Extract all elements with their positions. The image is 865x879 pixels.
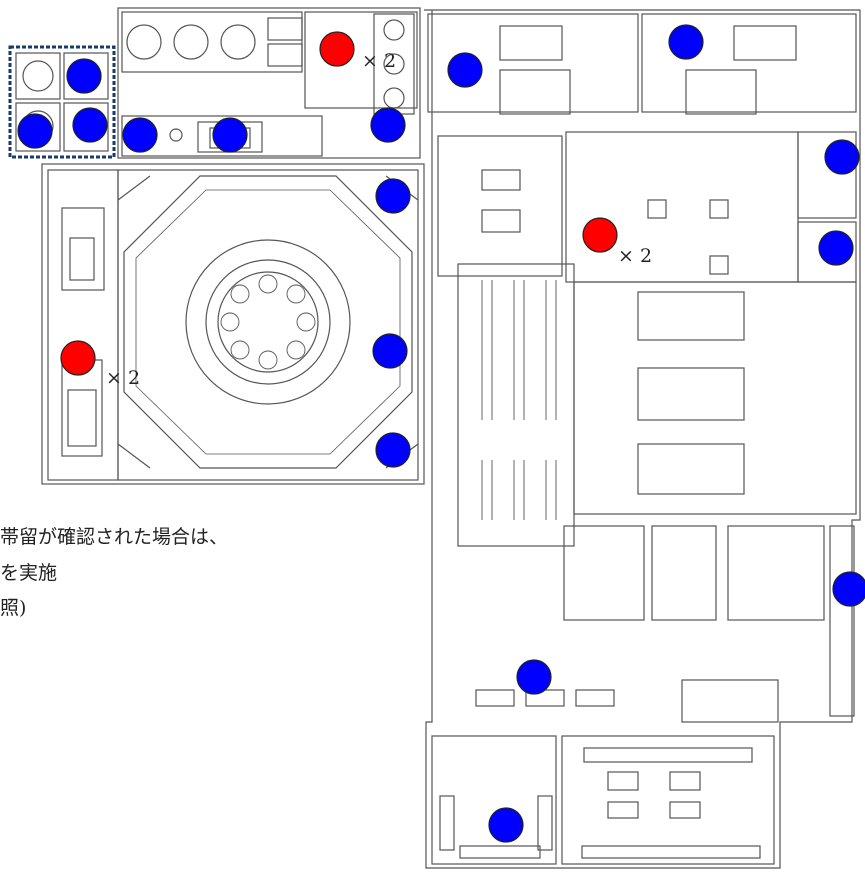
blue-marker [832,571,865,607]
highlight-box [8,45,116,159]
containment-octagon [123,175,413,469]
red-marker [60,340,96,376]
blue-marker [370,107,406,143]
blue-marker [72,107,108,143]
blue-marker [375,432,411,468]
blue-marker [122,117,158,153]
blue-markers [17,24,865,843]
red-marker [582,217,618,253]
reactor-building-outline [41,163,425,485]
blue-marker [824,139,860,175]
blue-marker [66,58,102,94]
red-marker [319,31,355,67]
blue-marker [447,52,483,88]
annotation-line-1: 帯留が確認された場合は、 [0,526,229,548]
auxiliary-building-outline [424,9,861,869]
blue-marker [212,117,248,153]
blue-marker [488,807,524,843]
multiplier-middle: × 2 [618,245,653,267]
blue-marker [818,230,854,266]
multiplier-left: × 2 [106,367,141,389]
blue-marker [516,659,552,695]
red-markers [60,31,618,376]
upper-building-outline [117,7,421,159]
multiplier-top: × 2 [362,50,397,72]
blue-marker [375,178,411,214]
annotation-line-3: 照) [0,597,27,619]
blue-marker [668,24,704,60]
blue-marker [372,333,408,369]
blue-marker [17,113,53,149]
annotation-line-2: を実施 [0,562,58,584]
